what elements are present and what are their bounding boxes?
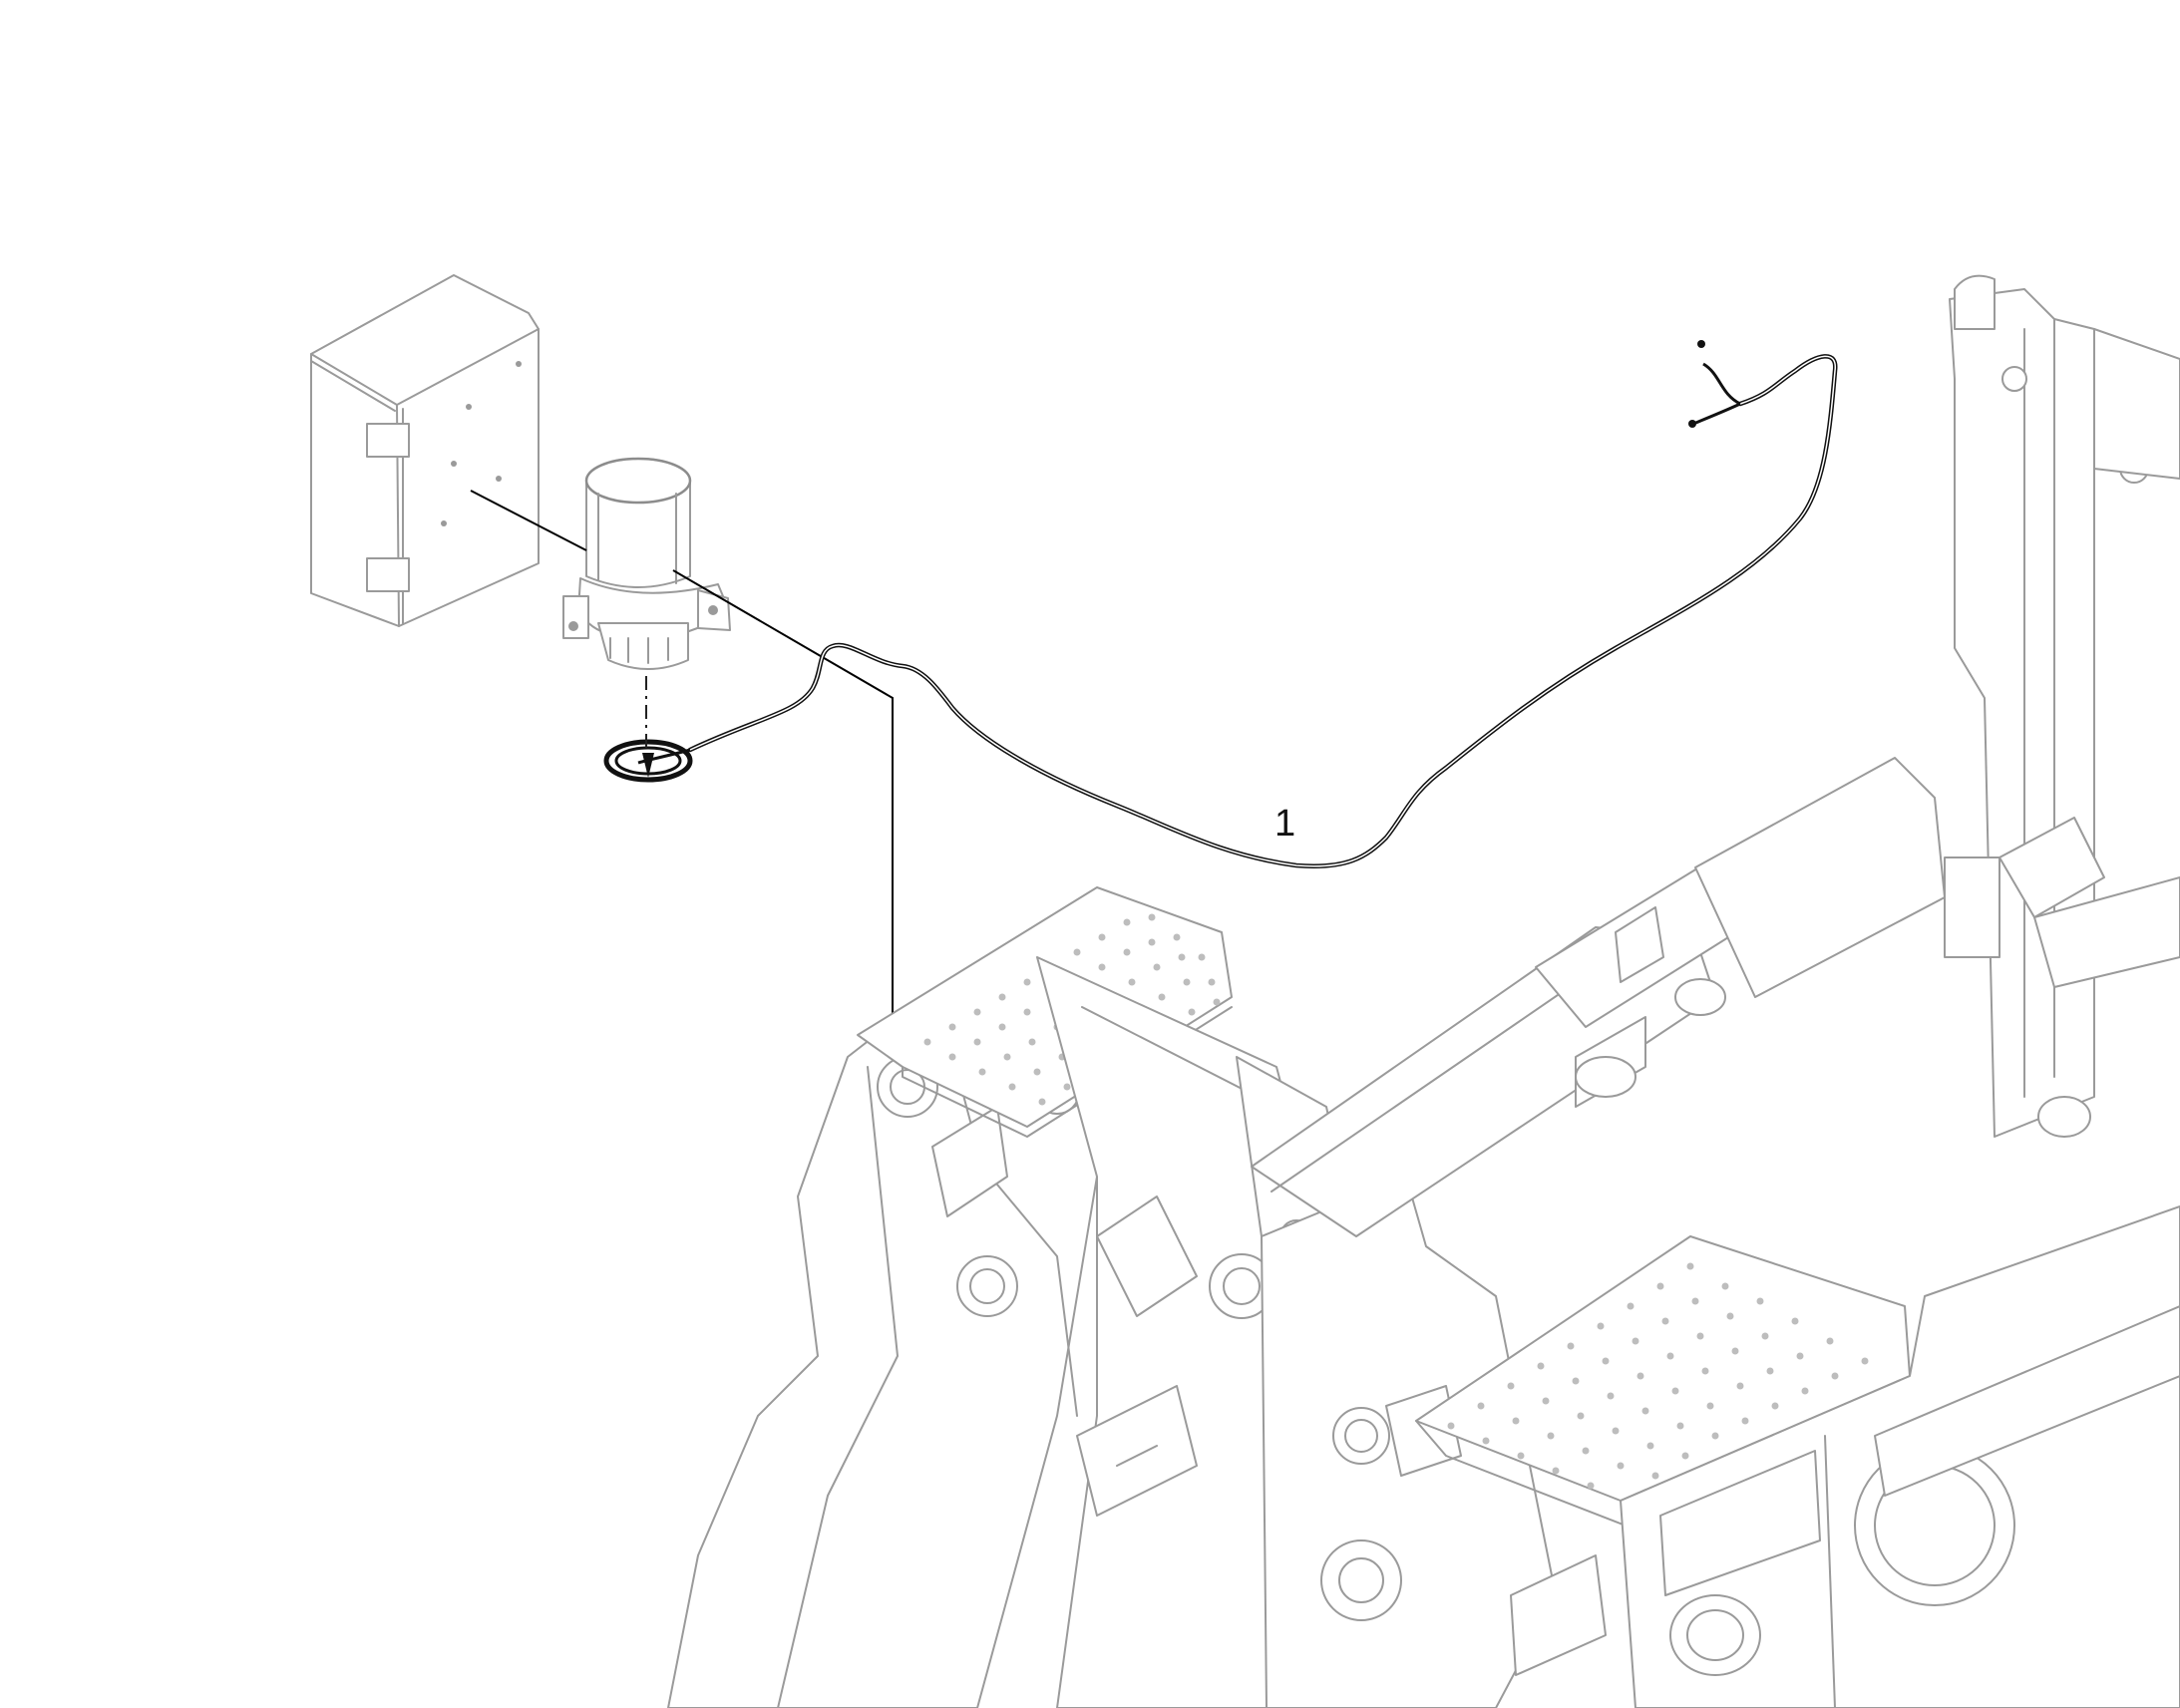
callout-1: 1 xyxy=(1274,803,1295,845)
control-box xyxy=(310,274,540,627)
leader-lines xyxy=(470,490,894,1017)
cable-harness xyxy=(637,340,1838,868)
machine-frame xyxy=(667,274,2180,1708)
front-step-plate xyxy=(857,886,1233,1138)
rear-step-plate xyxy=(1415,1235,1911,1527)
rear-rops-pillar xyxy=(1944,274,2180,1138)
lubrication-pump xyxy=(562,457,731,670)
